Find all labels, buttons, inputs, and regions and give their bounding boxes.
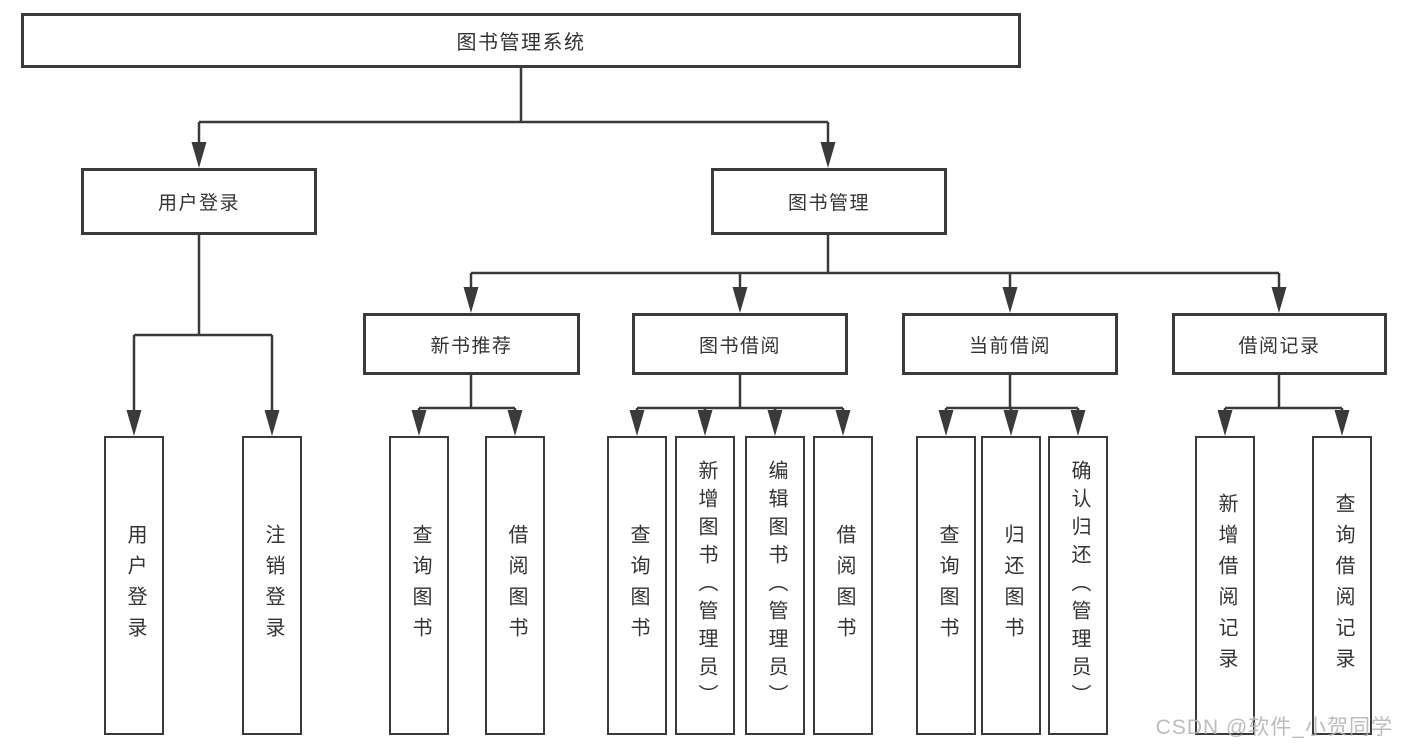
node-edit-books-admin: 编辑图书（管理员） xyxy=(745,436,805,735)
node-book-management: 图书管理 xyxy=(711,168,947,235)
edge-recommend-fan xyxy=(417,375,517,416)
node-borrow-books-recommend: 借阅图书 xyxy=(485,436,545,735)
node-user-login: 用户登录 xyxy=(81,168,317,235)
csdn-watermark: CSDN @软件_小贺同学 xyxy=(1155,716,1393,739)
node-return-books: 归还图书 xyxy=(981,436,1041,735)
node-current-borrow: 当前借阅 xyxy=(902,313,1118,375)
node-library-management-system: 图书管理系统 xyxy=(21,13,1021,68)
node-confirm-return-admin: 确认归还（管理员） xyxy=(1048,436,1108,735)
arrowheads xyxy=(126,142,1350,436)
node-new-book-recommend: 新书推荐 xyxy=(363,313,580,375)
node-query-books-current: 查询图书 xyxy=(916,436,976,735)
edge-current-fan xyxy=(944,375,1080,416)
node-borrow-records: 借阅记录 xyxy=(1172,313,1387,375)
edge-borrow-fan xyxy=(635,375,845,416)
node-borrow-books-borrow: 借阅图书 xyxy=(813,436,873,735)
node-user-login-action: 用户登录 xyxy=(104,436,164,735)
edge-root-to-level2 xyxy=(197,68,830,150)
node-query-borrow-record: 查询借阅记录 xyxy=(1312,436,1372,735)
edge-records-fan xyxy=(1223,375,1344,416)
node-add-borrow-record: 新增借阅记录 xyxy=(1195,436,1255,735)
node-query-books-borrow: 查询图书 xyxy=(607,436,667,735)
node-logout-action: 注销登录 xyxy=(242,436,302,735)
edge-userlogin-to-leaves xyxy=(132,235,274,416)
node-book-borrow: 图书借阅 xyxy=(632,313,848,375)
node-query-books-recommend: 查询图书 xyxy=(389,436,449,735)
node-add-books-admin: 新增图书（管理员） xyxy=(675,436,735,735)
edge-bookmgmt-to-level3 xyxy=(469,235,1281,293)
